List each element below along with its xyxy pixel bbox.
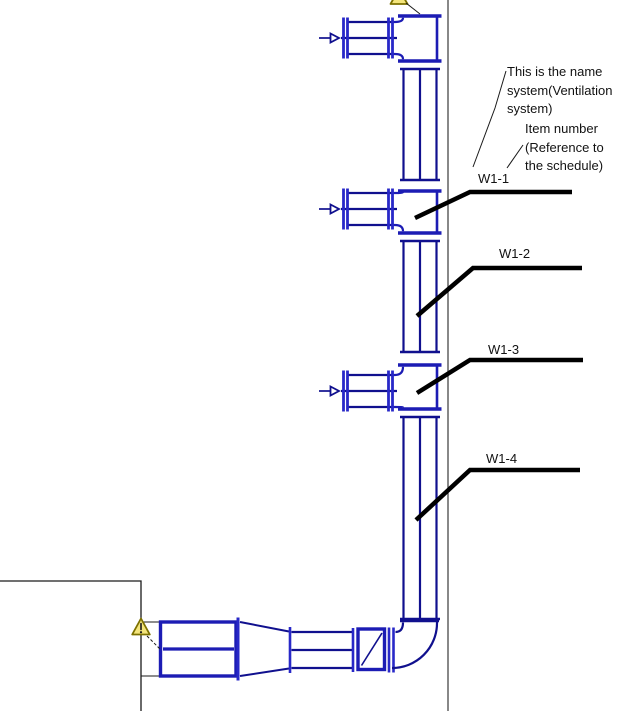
annotation-leader-item-number [506,144,524,169]
callout-leader-w1-1 [414,189,572,221]
system-name-note-line3: system) [507,101,553,116]
room-wall [0,580,160,711]
system-name-note-line1: This is the name [507,64,603,79]
branch-duct-1 [341,17,397,59]
callout-leader-w1-2 [415,265,582,318]
duct-transition [239,621,292,677]
item-number-note-line2: (Reference to [525,139,604,155]
branch-duct-2 [341,188,397,230]
annotation-leader-system-name [472,70,507,168]
item-number-note-line1: Item number [525,121,598,136]
callout-leader-w1-3 [415,357,583,395]
item-label-w1-2: W1-2 [499,246,531,261]
riser-duct-segment-1 [400,67,440,182]
system-name-note: This is the name system(Ventilation syst… [507,63,613,119]
volume-damper [356,627,395,673]
tee-fitting-3 [392,363,442,411]
warning-icon [131,617,151,636]
tee-fitting-2 [392,189,442,235]
tee-fitting-1 [392,14,442,63]
branch-duct-3 [341,370,397,412]
item-number-note-line3: the schedule) [525,158,604,173]
callout-leader-w1-4 [414,467,580,522]
callout-leaders [414,189,583,522]
item-number-note: Item number (Reference to the schedule) [525,120,604,176]
item-label-w1-3: W1-3 [488,342,520,357]
item-label-w1-4: W1-4 [486,451,518,466]
flow-arrow-icon-3 [319,385,341,397]
horizontal-duct [291,628,355,672]
flow-arrow-icon-2 [319,203,341,215]
warning-leader-line [146,635,161,650]
riser-duct-segment-2 [400,239,440,354]
item-label-w1-1: W1-1 [478,171,510,186]
flow-arrow-icon-1 [319,32,341,44]
elbow-fitting [391,619,439,670]
fan-unit [158,617,240,681]
system-name-note-line2: system(Ventilation [507,82,613,98]
warning-icon-top [389,0,421,15]
